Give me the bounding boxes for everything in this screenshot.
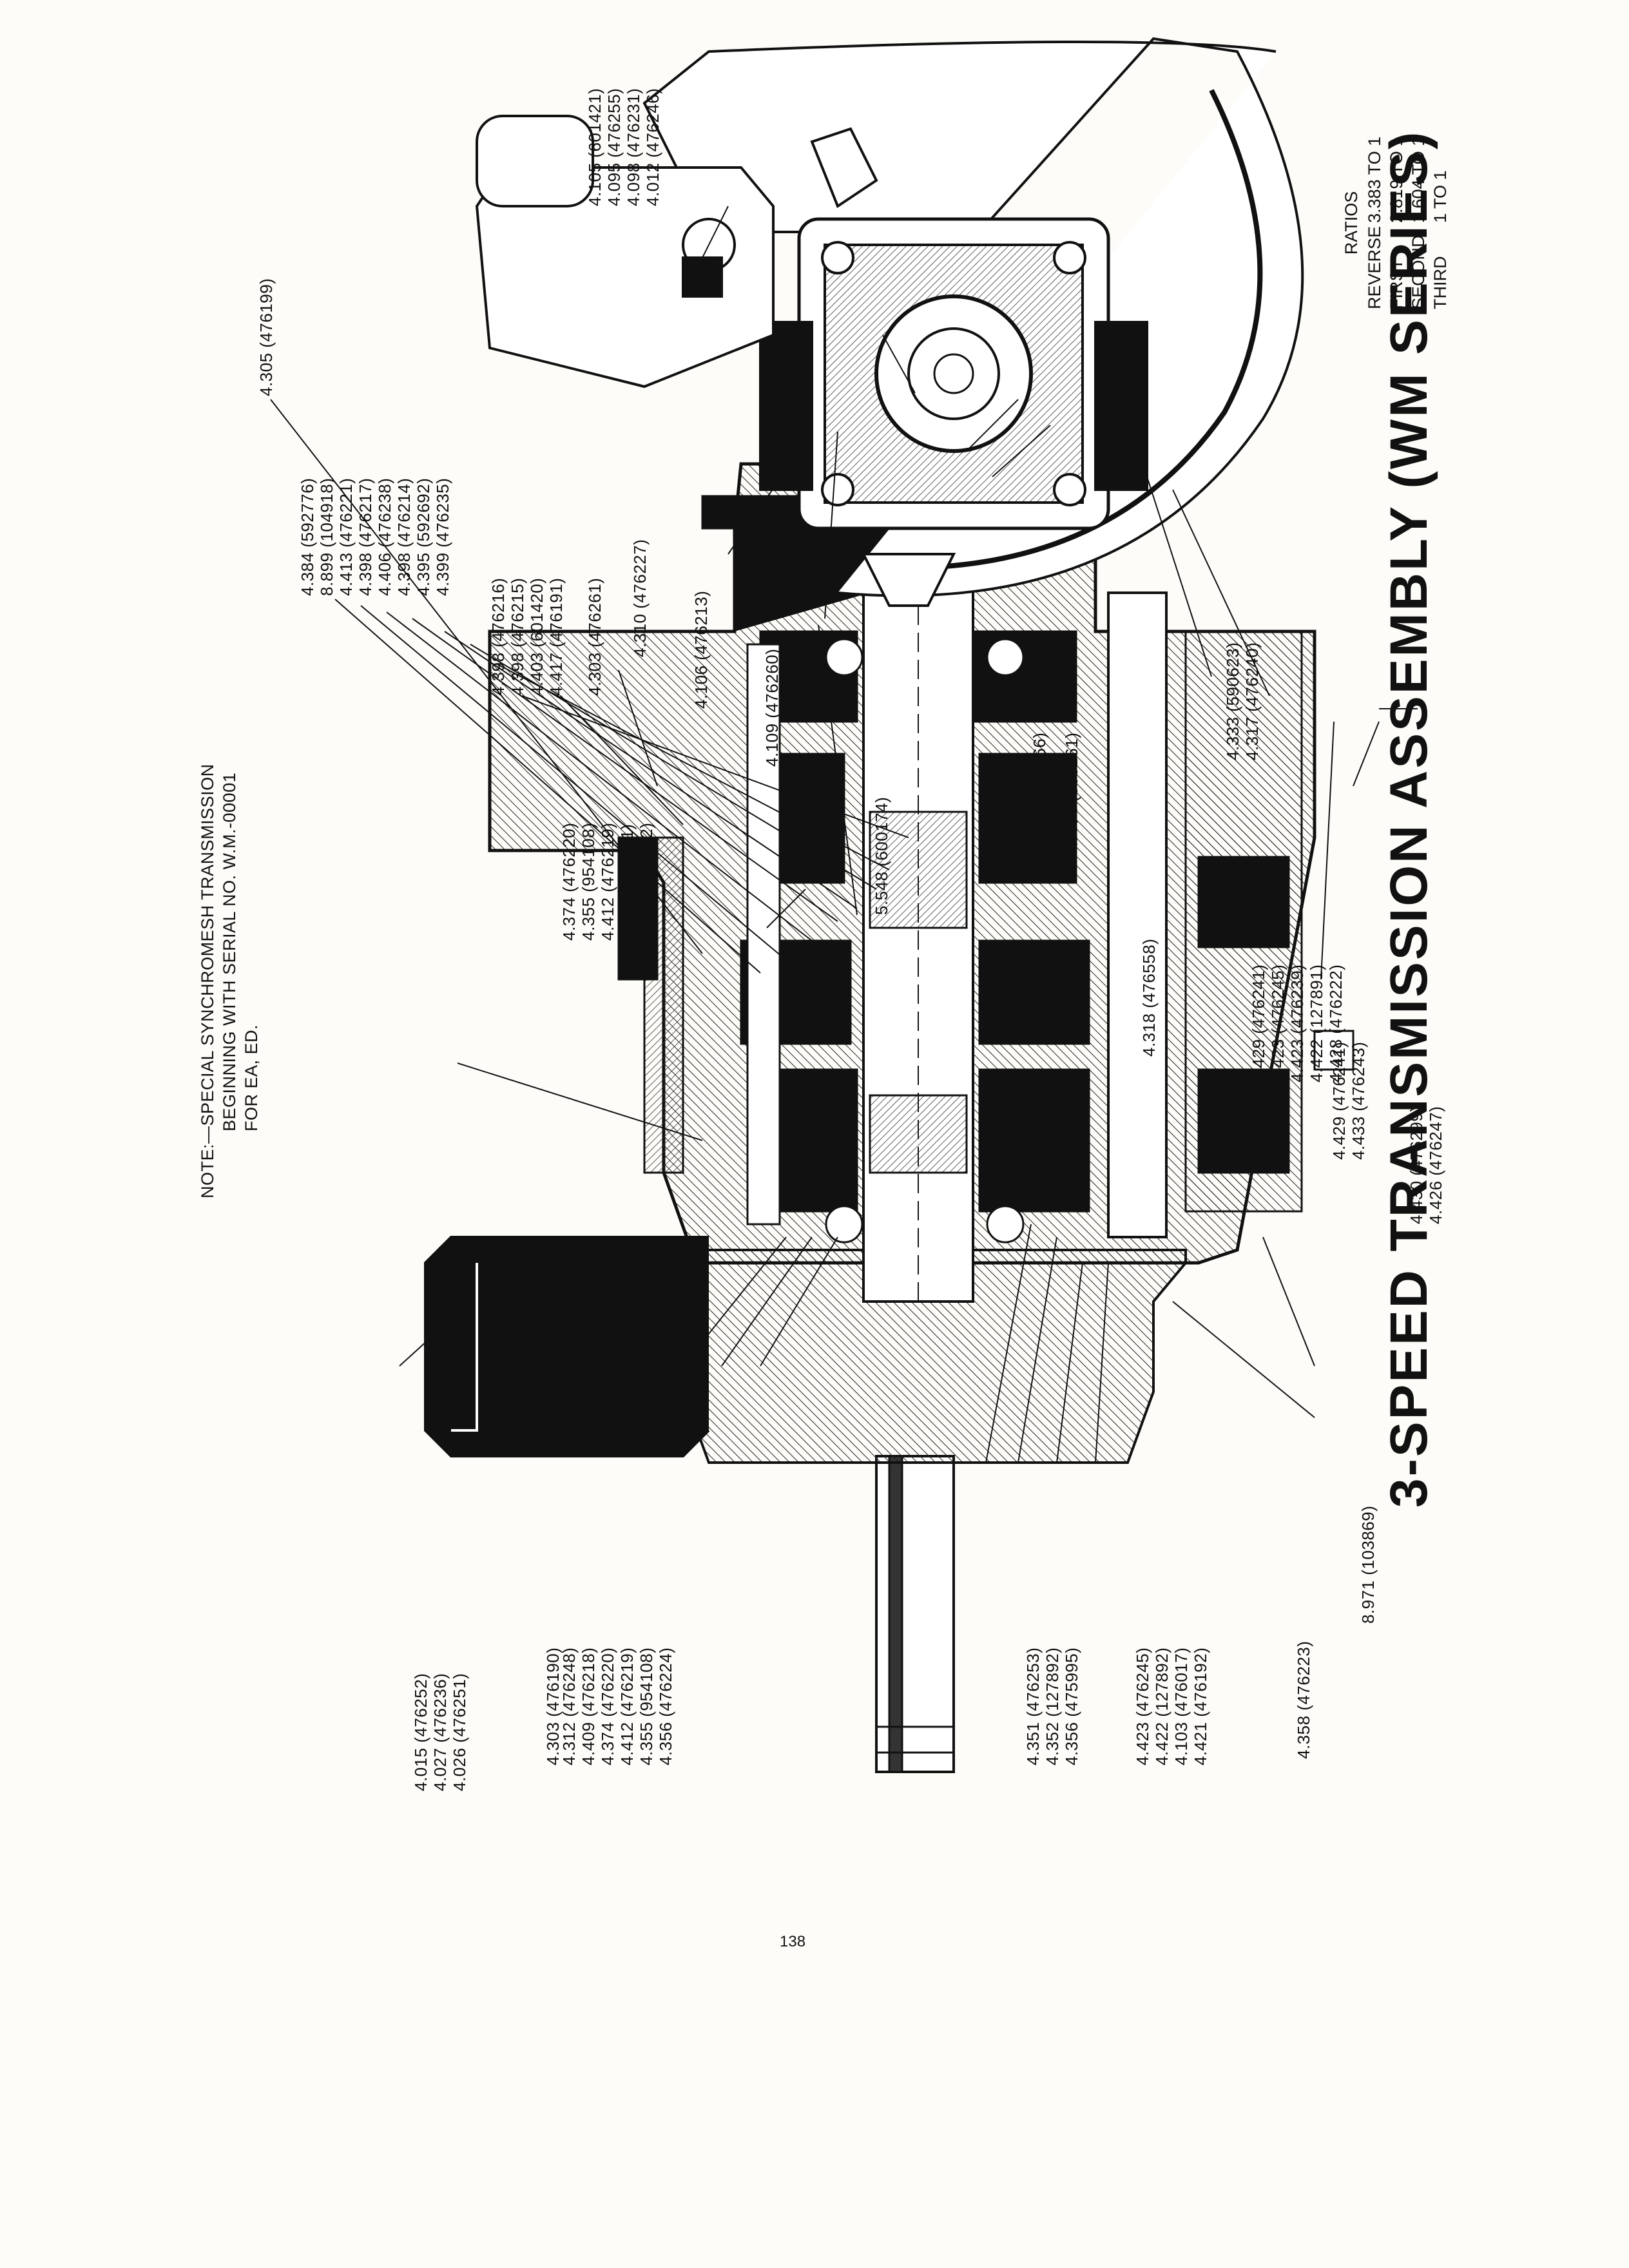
callout-label: 4.399 (476235) [433,477,452,596]
callout-label: 4.398 (476215) [508,577,527,696]
callout-4303a: 4.303 (476261) [585,577,604,696]
callout-label: 4.374 (476220) [598,1647,617,1765]
callout-5548: 5.548 (600174) [872,796,891,915]
ratio-row: SECOND 1.604 TO 1 [1407,137,1429,309]
callout-8971: 8.971 (103869) [1358,1505,1378,1624]
callout-label: 4.433 (476243) [1349,1041,1368,1160]
callout-label: 4.417 (476191) [546,577,566,696]
callout-label: 4.384 (592776) [298,477,317,596]
callout-4310: 4.310 (476227) [630,539,650,657]
callout-label: 4.413 (476221) [336,477,356,596]
ratios-heading: RATIOS [1342,191,1361,255]
callout-label: 4.423 (476245) [1133,1647,1152,1765]
callout-label: 4.105 (601421) [585,88,604,206]
callout-label: 4.423 (476245) [1268,964,1287,1082]
callout-label: 4.352 (127892) [1043,1647,1062,1765]
callout-label: 4.012 (476246) [643,88,662,206]
gear-ratio: 3.383 TO 1 [1365,136,1384,223]
gear-ratio: 1 TO 1 [1431,170,1450,223]
callout-label: 4.027 (476236) [430,1673,450,1791]
callout-label: 4.103 (476017) [1171,1647,1191,1765]
note-line-1: NOTE:—SPECIAL SYNCHROMESH TRANSMISSION [198,764,217,1198]
callout-4106: 4.106 (476213) [691,590,711,709]
ratio-row: THIRD 1 TO 1 [1429,137,1451,309]
callout-label: 4.026 (476251) [450,1673,469,1791]
callout-label: 4.351 (476253) [1023,1647,1043,1765]
callout-label: 5.579 (476212) [637,822,656,941]
gear-name: THIRD [1431,256,1450,310]
callout-label: 4.312 (476248) [559,1647,579,1765]
note-line-3: FOR EA, ED. [242,1024,261,1131]
ratios-table: RATIOS REVERSE 3.383 TO 1 FIRST 2.819 TO 1… [1340,137,1451,309]
callout-label: 4.095 (476255) [604,88,624,206]
callout-label: 4.015 (476252) [411,1673,430,1791]
gear-name: SECOND [1409,235,1428,309]
callout-label: 4.421 (476192) [1191,1647,1210,1765]
callout-label: 4.426 (476247) [1426,1106,1445,1224]
page-number: 138 [780,1933,806,1950]
callout-4303b: 4.303 (476190) [543,1647,563,1765]
note-text: NOTE:—SPECIAL SYNCHROMESH TRANSMISSION B… [197,764,262,1198]
callout-4318: 4.318 (476558) [1139,938,1159,1057]
gear-name: REVERSE [1365,226,1384,309]
callout-label: 4.356 (476224) [656,1647,675,1765]
callout-label: 4.429 (476241) [1329,1041,1349,1160]
callout-label: 4.317 (476240) [1242,642,1262,760]
callout-label: 4.403 (601420) [527,577,546,696]
ratio-row: FIRST 2.819 TO 1 [1385,137,1407,309]
cross-section-view [424,153,1354,1773]
callout-label: 4.412 (476219) [617,1647,637,1765]
callout-label: 4.355 (954108) [637,1647,656,1765]
callout-label: 4.098 (476231) [624,88,643,206]
callout-label: 4.398 (476214) [394,477,414,596]
callout-label: 4.422 (127891) [1307,964,1326,1082]
callout-label: 4.409 (476211) [617,823,637,941]
callout-label: 4.430 (476299) [1407,1106,1426,1224]
gear-name: FIRST [1387,259,1406,309]
end-view [475,37,1304,607]
callout-4404: 4.404 (368261) [1062,732,1081,850]
callout-label: 4.398 (476216) [488,577,508,696]
callout-label: 4.423 (476239) [1287,964,1307,1082]
callout-label: 4.429 (476241) [1249,964,1268,1082]
note-line-2: BEGINNING WITH SERIAL NO. W.M.-00001 [220,772,239,1131]
callout-label: 4.398 (476217) [356,477,375,596]
callout-label: 4.406 (476238) [375,477,394,596]
gear-ratio: 1.604 TO 1 [1409,136,1428,223]
callout-label: 4.409 (476218) [579,1647,598,1765]
callout-4109: 4.109 (476260) [762,648,782,767]
callout-label: 4.356 (475995) [1062,1647,1081,1765]
callout-label: 4.422 (127892) [1152,1647,1171,1765]
page-title: 3-SPEED TRANSMISSION ASSEMBLY (WM SERIES… [1380,130,1438,1508]
leader-lines [270,206,1418,1463]
callout-4305: 4.305 (476199) [256,278,276,396]
callout-label: 4.333 (590623) [1223,642,1242,760]
callout-label: 4.395 (592692) [414,477,433,596]
callout-4358: 4.358 (476223) [1294,1640,1313,1759]
callout-label: 4.374 (476220) [559,822,579,941]
gear-ratio: 2.819 TO 1 [1387,136,1406,223]
callout-label: 8.899 (104918) [317,477,336,596]
ratio-row: REVERSE 3.383 TO 1 [1364,137,1385,309]
callout-label: 4.412 (476219) [598,822,617,941]
callout-4405: 4.405 (367266) [1030,732,1049,850]
callout-label: 4.355 (954108) [579,822,598,941]
